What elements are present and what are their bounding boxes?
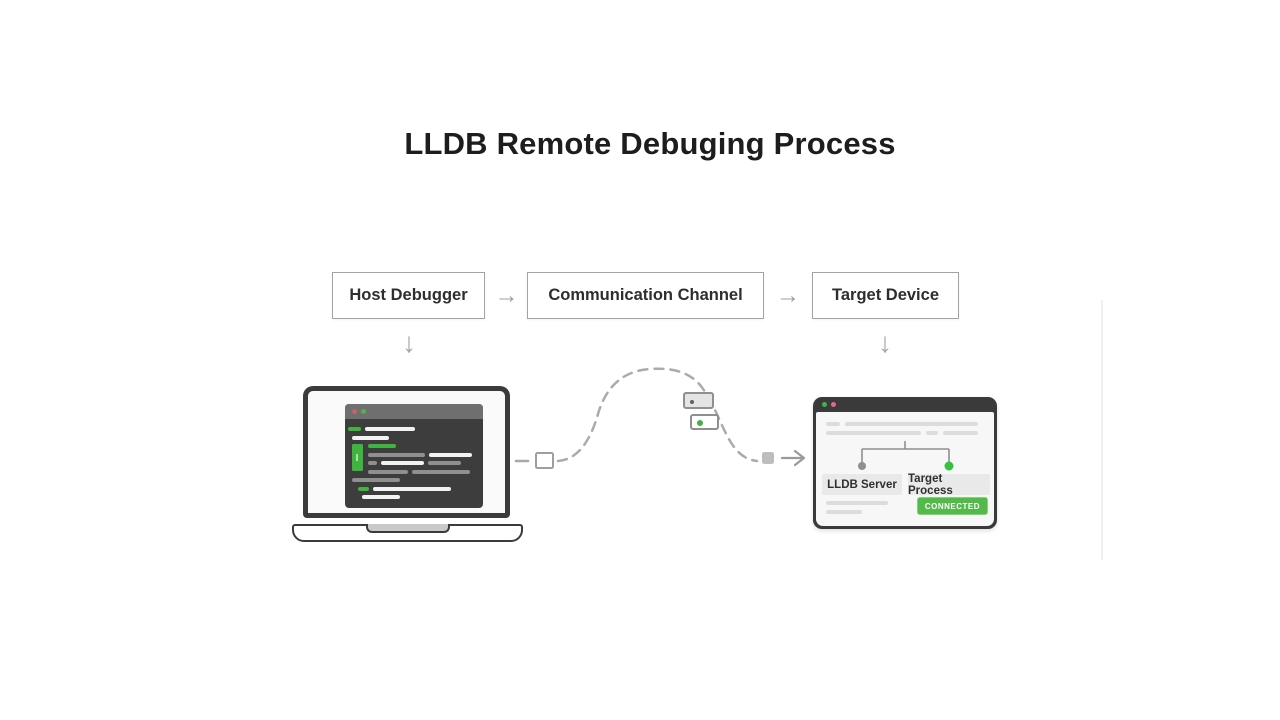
lldb-server-label: LLDB Server bbox=[822, 474, 902, 495]
laptop-notch bbox=[365, 524, 450, 533]
packet-dot-icon bbox=[690, 400, 694, 404]
process-node-dot-icon bbox=[944, 461, 954, 471]
laptop-base bbox=[292, 524, 523, 542]
packet-dot-icon bbox=[697, 420, 703, 426]
device-text-skeleton-top bbox=[826, 422, 978, 435]
down-arrow-icon: ↓ bbox=[878, 327, 892, 358]
target-device-body: LLDB Server Target Process CONNECTED bbox=[816, 412, 994, 526]
page-title: LLDB Remote Debuging Process bbox=[404, 126, 896, 161]
target-device-window: LLDB Server Target Process CONNECTED bbox=[813, 397, 997, 529]
right-arrow-icon: → bbox=[776, 281, 800, 309]
packet-outline-icon bbox=[535, 452, 554, 469]
faint-divider-line bbox=[1101, 300, 1103, 560]
dashed-channel-path bbox=[514, 367, 806, 469]
window-dot-green-icon bbox=[361, 409, 366, 414]
window-dot-red-icon bbox=[352, 409, 357, 414]
window-dot-pink-icon bbox=[831, 402, 836, 407]
terminal-output-skeleton bbox=[348, 419, 480, 508]
packet-filled-icon bbox=[762, 452, 774, 464]
process-tree-connector bbox=[858, 441, 954, 471]
flow-node-target-device: Target Device bbox=[812, 272, 959, 319]
connected-status-badge: CONNECTED bbox=[916, 497, 988, 515]
data-packet bbox=[683, 392, 714, 409]
target-process-label: Target Process bbox=[908, 473, 990, 497]
data-packet bbox=[690, 414, 719, 430]
window-dot-green-icon bbox=[822, 402, 827, 407]
terminal-titlebar bbox=[345, 404, 483, 419]
debugger-terminal-window bbox=[345, 404, 483, 508]
terminal-cursor-block bbox=[352, 444, 363, 471]
flow-node-communication-channel: Communication Channel bbox=[527, 272, 764, 319]
server-node-dot-icon bbox=[858, 462, 866, 470]
device-text-skeleton-bottom bbox=[826, 501, 888, 514]
right-arrow-icon: → bbox=[494, 281, 519, 309]
down-arrow-icon: ↓ bbox=[402, 327, 416, 358]
flow-node-host-debugger: Host Debugger bbox=[332, 272, 485, 319]
